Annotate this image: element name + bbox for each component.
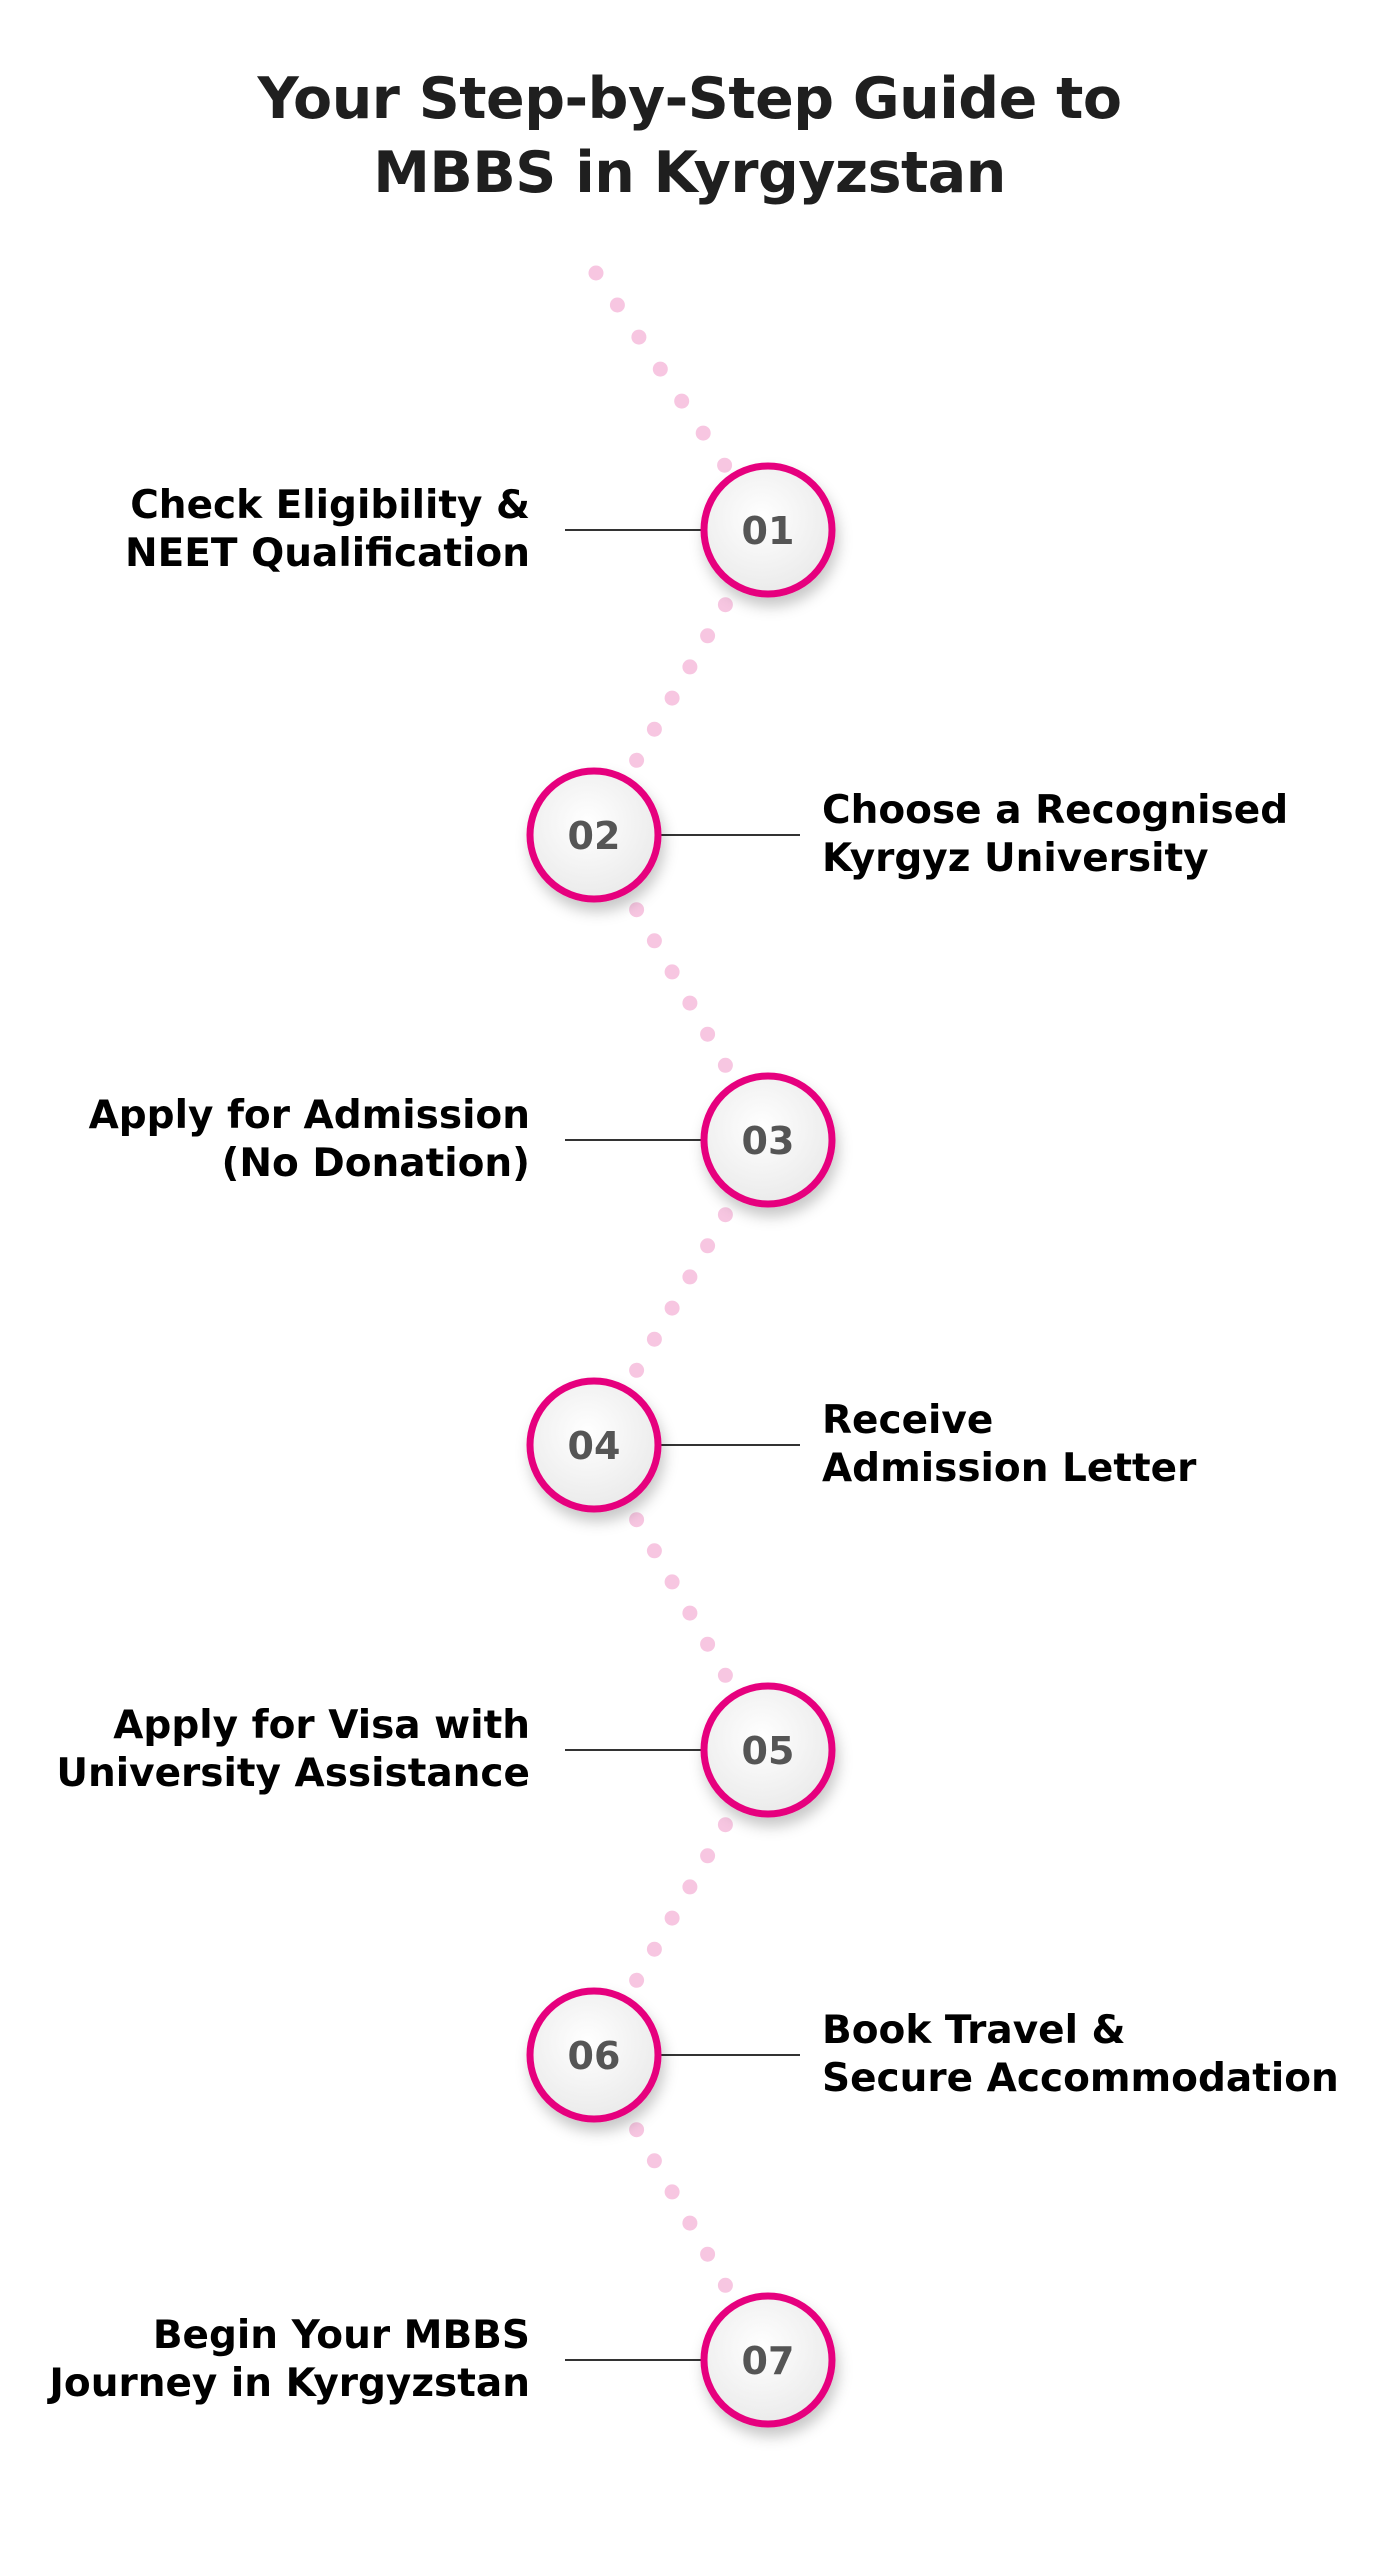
- path-dot: [717, 1817, 733, 1833]
- path-dot: [682, 1605, 698, 1621]
- path-dot: [646, 721, 662, 737]
- path-dot: [700, 1238, 716, 1254]
- path-dot: [700, 2246, 716, 2262]
- step-ring: [526, 1987, 662, 2123]
- path-dot: [646, 933, 662, 949]
- step-label-03: Apply for Admission(No Donation): [89, 1092, 530, 1188]
- path-dot: [674, 393, 690, 409]
- step-circles: 01 02 03 04 05 06 07: [526, 462, 836, 2428]
- step-number: 06: [568, 2034, 621, 2078]
- step-number: 07: [742, 2339, 795, 2383]
- path-dot: [700, 628, 716, 644]
- step-number: 04: [568, 1424, 621, 1468]
- step-ring: [700, 462, 836, 598]
- path-dot: [700, 1848, 716, 1864]
- path-dot: [629, 2122, 645, 2138]
- path-dot: [717, 597, 733, 613]
- path-dot: [664, 690, 680, 706]
- step-label-line: University Assistance: [56, 1751, 530, 1796]
- step-label-06: Book Travel &Secure Accommodation: [822, 2007, 1339, 2103]
- title-line-1: Your Step-by-Step Guide to: [257, 66, 1123, 132]
- path-dot: [682, 659, 698, 675]
- step-label-line: (No Donation): [221, 1141, 530, 1186]
- path-dot: [682, 995, 698, 1011]
- step-label-line: Secure Accommodation: [822, 2056, 1339, 2101]
- step-ring: [526, 767, 662, 903]
- step-circle-04: 04: [526, 1377, 662, 1513]
- step-label-line: Apply for Admission: [88, 1093, 530, 1138]
- path-dot: [652, 361, 668, 377]
- step-number: 05: [742, 1729, 795, 1773]
- path-dot: [646, 1331, 662, 1347]
- step-ring: [700, 1072, 836, 1208]
- path-dot: [717, 1057, 733, 1073]
- step-number: 02: [568, 814, 621, 858]
- step-circle-03: 03: [700, 1072, 836, 1208]
- path-dot: [629, 1362, 645, 1378]
- path-dot: [664, 2184, 680, 2200]
- path-dot: [588, 265, 604, 281]
- path-dot: [664, 1574, 680, 1590]
- step-ring: [700, 2292, 836, 2428]
- title-line-2: MBBS in Kyrgyzstan: [373, 140, 1006, 206]
- path-dot: [695, 425, 711, 441]
- step-label-line: Receive: [822, 1398, 994, 1443]
- step-ring: [526, 1377, 662, 1513]
- path-dot: [717, 1207, 733, 1223]
- step-circle-01: 01: [700, 462, 836, 598]
- step-label-01: Check Eligibility &NEET Qualification: [125, 482, 530, 578]
- path-dot: [700, 1636, 716, 1652]
- step-label-line: NEET Qualification: [125, 531, 530, 576]
- path-dot: [717, 1667, 733, 1683]
- step-label-line: Admission Letter: [822, 1446, 1197, 1491]
- step-label-line: Choose a Recognised: [822, 788, 1289, 833]
- step-label-line: Kyrgyz University: [822, 836, 1209, 881]
- step-label-line: Journey in Kyrgyzstan: [49, 2361, 530, 2406]
- path-dot: [646, 1941, 662, 1957]
- path-dot: [717, 457, 733, 473]
- step-label-line: Check Eligibility &: [130, 483, 530, 528]
- path-dot: [664, 964, 680, 980]
- connector-lines: [565, 529, 800, 2361]
- path-dot: [682, 1879, 698, 1895]
- step-circle-06: 06: [526, 1987, 662, 2123]
- path-dot: [629, 1512, 645, 1528]
- dotted-path: [588, 265, 733, 2293]
- step-number: 03: [742, 1119, 795, 1163]
- path-dot: [646, 1543, 662, 1559]
- path-dot: [609, 297, 625, 313]
- path-dot: [682, 2215, 698, 2231]
- path-dot: [646, 2153, 662, 2169]
- path-dot: [717, 2277, 733, 2293]
- path-dot: [629, 902, 645, 918]
- path-dot: [631, 329, 647, 345]
- step-label-line: Book Travel &: [822, 2008, 1126, 2053]
- step-label-line: Apply for Visa with: [113, 1703, 530, 1748]
- path-dot: [629, 752, 645, 768]
- step-circle-02: 02: [526, 767, 662, 903]
- page-title: Your Step-by-Step Guide to MBBS in Kyrgy…: [0, 62, 1379, 210]
- step-circle-05: 05: [700, 1682, 836, 1818]
- path-dot: [664, 1300, 680, 1316]
- path-dot: [700, 1026, 716, 1042]
- step-number: 01: [742, 509, 795, 553]
- step-ring: [700, 1682, 836, 1818]
- path-dot: [629, 1972, 645, 1988]
- step-label-line: Begin Your MBBS: [152, 2313, 530, 2358]
- step-circle-07: 07: [700, 2292, 836, 2428]
- path-dot: [664, 1910, 680, 1926]
- path-dot: [682, 1269, 698, 1285]
